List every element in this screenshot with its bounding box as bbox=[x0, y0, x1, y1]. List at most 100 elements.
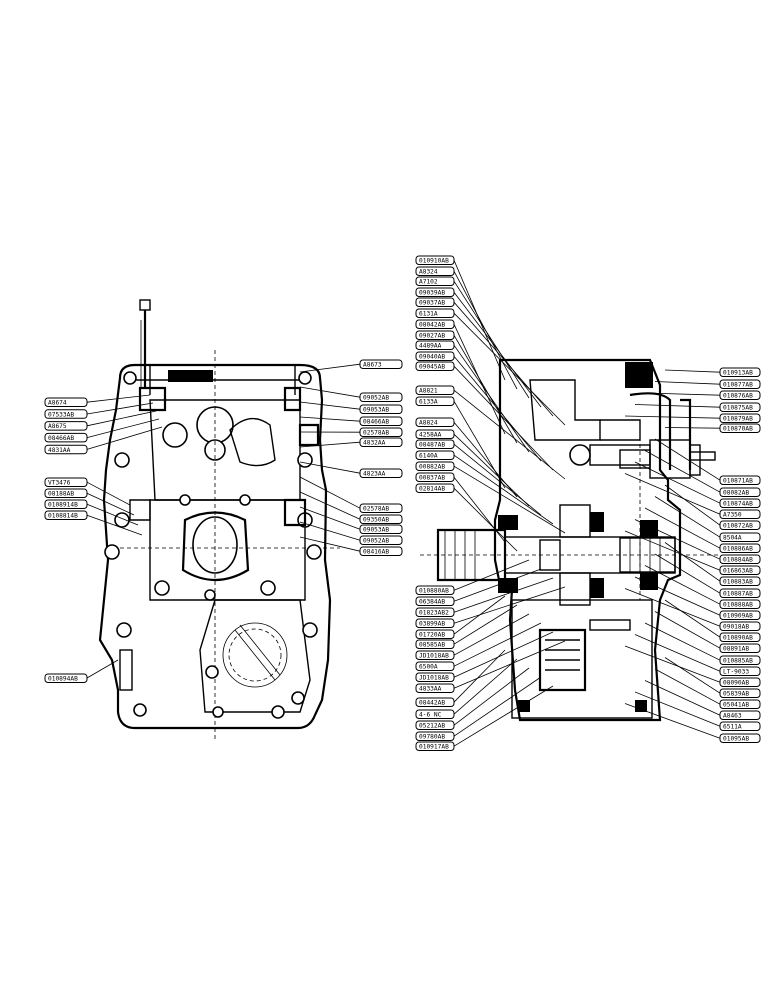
part-number-text: 010910AB bbox=[419, 258, 449, 265]
part-label: 4832AA bbox=[359, 437, 403, 447]
part-number-text: 01095AB bbox=[723, 736, 749, 743]
part-label: 010870AB bbox=[719, 423, 761, 433]
part-label-box bbox=[415, 697, 455, 707]
part-number-text: 016863AB bbox=[723, 568, 753, 575]
part-label: 08042AB bbox=[415, 319, 455, 329]
leader-line bbox=[299, 461, 361, 474]
part-number-text: 08466AB bbox=[48, 435, 74, 442]
part-label-box bbox=[719, 390, 761, 400]
leader-line bbox=[664, 427, 721, 429]
part-label: 010887AB bbox=[719, 588, 761, 598]
part-label: 08466AB bbox=[44, 432, 88, 443]
part-number-text: 09052AB bbox=[363, 538, 389, 545]
leader-line bbox=[654, 611, 721, 649]
part-label: 03899AB bbox=[415, 618, 455, 628]
part-number-text: 010887AB bbox=[723, 591, 753, 598]
leader-line bbox=[654, 496, 721, 538]
part-label: 6500A bbox=[415, 661, 455, 671]
part-number-text: 08090AB bbox=[723, 680, 749, 687]
leader-line bbox=[624, 703, 721, 739]
leader-line bbox=[654, 381, 721, 385]
part-number-text: 09040AB bbox=[419, 354, 445, 361]
part-label-box bbox=[359, 416, 403, 426]
part-label: 010871AB bbox=[719, 475, 761, 485]
part-label-box bbox=[359, 468, 403, 478]
leader-line bbox=[453, 344, 530, 453]
part-number-text: A8463 bbox=[723, 713, 742, 720]
leader-line bbox=[624, 530, 721, 571]
leader-line bbox=[299, 536, 361, 552]
part-label: 01095AB bbox=[719, 733, 761, 743]
part-number-text: 08042AB bbox=[419, 322, 445, 329]
part-number-text: 08416AB bbox=[363, 549, 389, 556]
part-label: A8675 bbox=[44, 421, 88, 431]
part-label: 02578AB bbox=[359, 503, 403, 513]
part-label: 010883AB bbox=[719, 576, 761, 586]
part-label-box bbox=[44, 444, 88, 455]
leader-line bbox=[453, 280, 530, 399]
part-number-text: 010870AB bbox=[723, 426, 753, 433]
leader-line bbox=[453, 568, 542, 602]
part-label-box bbox=[44, 673, 88, 683]
leader-line bbox=[624, 645, 721, 683]
leader-line bbox=[644, 392, 721, 396]
leader-line bbox=[453, 586, 566, 624]
part-label: 09052AB bbox=[359, 535, 403, 545]
part-label-box bbox=[415, 629, 455, 639]
part-label: 05041AB bbox=[719, 699, 761, 709]
part-label-box bbox=[719, 588, 761, 598]
leader-line bbox=[644, 507, 721, 549]
part-label: 01823AB2 bbox=[415, 607, 455, 617]
part-label: 4833AA bbox=[415, 683, 455, 693]
part-label: 08416AB bbox=[359, 546, 403, 556]
part-label-box bbox=[719, 532, 761, 542]
leader-line bbox=[86, 514, 143, 536]
part-number-text: 08585AB bbox=[419, 642, 445, 649]
part-label-box bbox=[359, 404, 403, 414]
part-label: 09350AB bbox=[359, 514, 403, 524]
part-number-text: A8675 bbox=[48, 423, 67, 430]
part-label-box bbox=[719, 487, 761, 497]
part-label: A8463 bbox=[719, 710, 761, 720]
part-label-box bbox=[719, 666, 761, 676]
leader-line bbox=[299, 506, 361, 530]
part-label-box bbox=[719, 688, 761, 698]
part-label: 016863AB bbox=[719, 565, 761, 575]
leader-line bbox=[664, 542, 721, 582]
part-label: 02814AB bbox=[415, 483, 455, 493]
part-label-box bbox=[719, 379, 761, 389]
part-number-text: 08466AB bbox=[363, 419, 389, 426]
part-number-text: 00882AB bbox=[419, 464, 445, 471]
part-number-text: 010909AB bbox=[723, 613, 753, 620]
part-number-text: 08891AB bbox=[723, 646, 749, 653]
part-number-text: 06384AB bbox=[419, 599, 445, 606]
part-label: 010910AB bbox=[415, 255, 455, 265]
leader-line bbox=[453, 487, 518, 552]
part-label-box bbox=[719, 520, 761, 530]
part-label: A8673 bbox=[359, 359, 403, 369]
part-number-text: 09037AB bbox=[419, 300, 445, 307]
leader-line bbox=[86, 659, 119, 679]
part-label: 010888AB bbox=[719, 599, 761, 609]
leader-line bbox=[453, 454, 554, 525]
part-label-box bbox=[719, 632, 761, 642]
leader-line bbox=[654, 553, 721, 594]
part-label: 00882AB bbox=[415, 461, 455, 471]
leader-line bbox=[453, 334, 518, 444]
part-label-box bbox=[415, 639, 455, 649]
part-number-text: A8824 bbox=[419, 420, 438, 427]
part-label: 4823AA bbox=[359, 468, 403, 478]
part-number-text: 010875AB bbox=[723, 405, 753, 412]
part-label-box bbox=[719, 599, 761, 609]
leader-line bbox=[453, 604, 518, 645]
part-label-box bbox=[415, 661, 455, 671]
part-number-text: JD1018AB bbox=[419, 653, 449, 660]
part-label: 010872AB bbox=[719, 520, 761, 530]
part-label-box bbox=[719, 721, 761, 731]
part-number-text: 010886AB bbox=[723, 546, 753, 553]
leader-line bbox=[453, 613, 530, 656]
part-number-text: 010888AB bbox=[723, 602, 753, 609]
part-number-text: 09045AB bbox=[419, 364, 445, 371]
part-label: 010880AB bbox=[415, 585, 455, 595]
